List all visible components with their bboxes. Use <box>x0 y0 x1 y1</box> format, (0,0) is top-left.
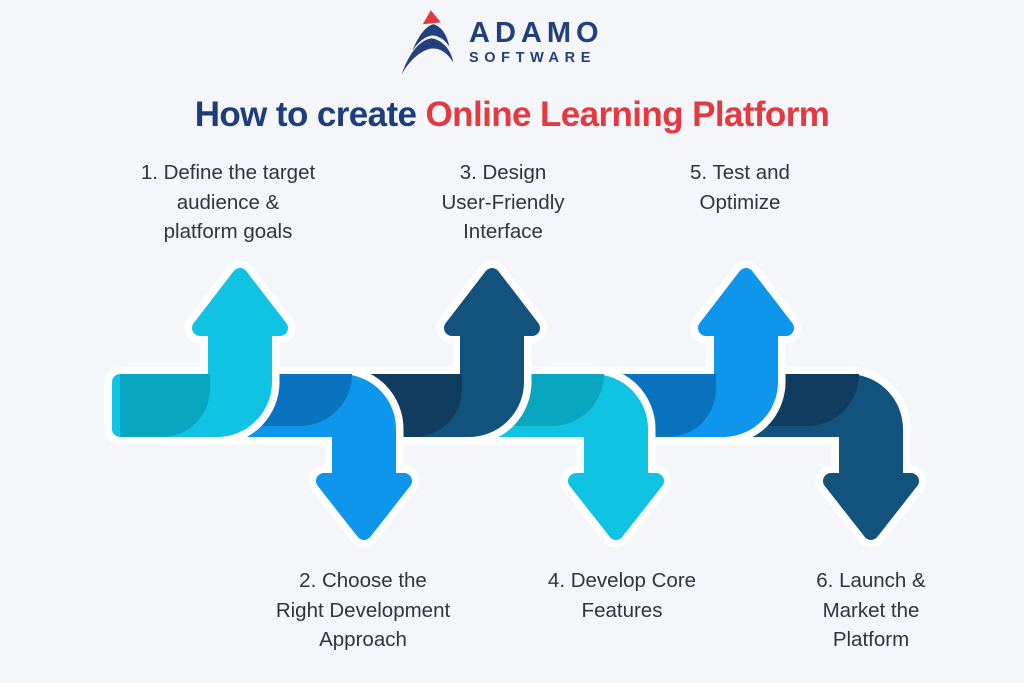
logo-subname: SOFTWARE <box>469 49 596 66</box>
adamo-logo-text: ADAMO SOFTWARE <box>469 18 604 67</box>
step-label-6: 6. Launch & Market the Platform <box>739 566 1003 655</box>
step-label-3: 3. Design User-Friendly Interface <box>371 158 635 247</box>
step-label-line: Platform <box>832 628 910 651</box>
title-highlight: Online Learning Platform <box>425 95 830 134</box>
step-label-line: 2. Choose the <box>299 569 427 592</box>
step-label-line: platform goals <box>163 220 293 243</box>
step-label-1: 1. Define the target audience & platform… <box>96 158 360 247</box>
step-label-line: Right Development <box>275 598 451 622</box>
step-label-line: Interface <box>463 220 543 243</box>
step-label-line: Market the <box>822 598 920 622</box>
step-label-line: 5. Test and <box>690 161 790 184</box>
adamo-logo: ADAMO SOFTWARE <box>402 8 604 76</box>
step-label-line: User-Friendly <box>441 190 565 214</box>
arrow-step-5-up <box>580 260 802 445</box>
step-label-line: 3. Design <box>459 161 547 184</box>
step-label-line: 6. Launch & <box>816 569 926 592</box>
step-label-line: 1. Define the target <box>140 161 316 184</box>
page-title: How to create Online Learning Platform <box>0 95 1024 135</box>
step-label-line: Approach <box>319 628 407 651</box>
title-prefix: How to create <box>194 95 426 134</box>
step-label-line: Optimize <box>699 190 781 214</box>
step-label-line: 4. Develop Core <box>547 569 697 592</box>
step-label-line: audience & <box>176 190 280 214</box>
arrow-step-1-up <box>104 260 296 445</box>
step-label-4: 4. Develop Core Features <box>490 566 754 625</box>
logo-name: ADAMO <box>469 16 604 49</box>
step-label-5: 5. Test and Optimize <box>608 158 872 217</box>
step-label-line: Features <box>581 598 663 622</box>
step-label-2: 2. Choose the Right Development Approach <box>231 566 495 655</box>
adamo-logo-mark-icon <box>402 10 454 75</box>
